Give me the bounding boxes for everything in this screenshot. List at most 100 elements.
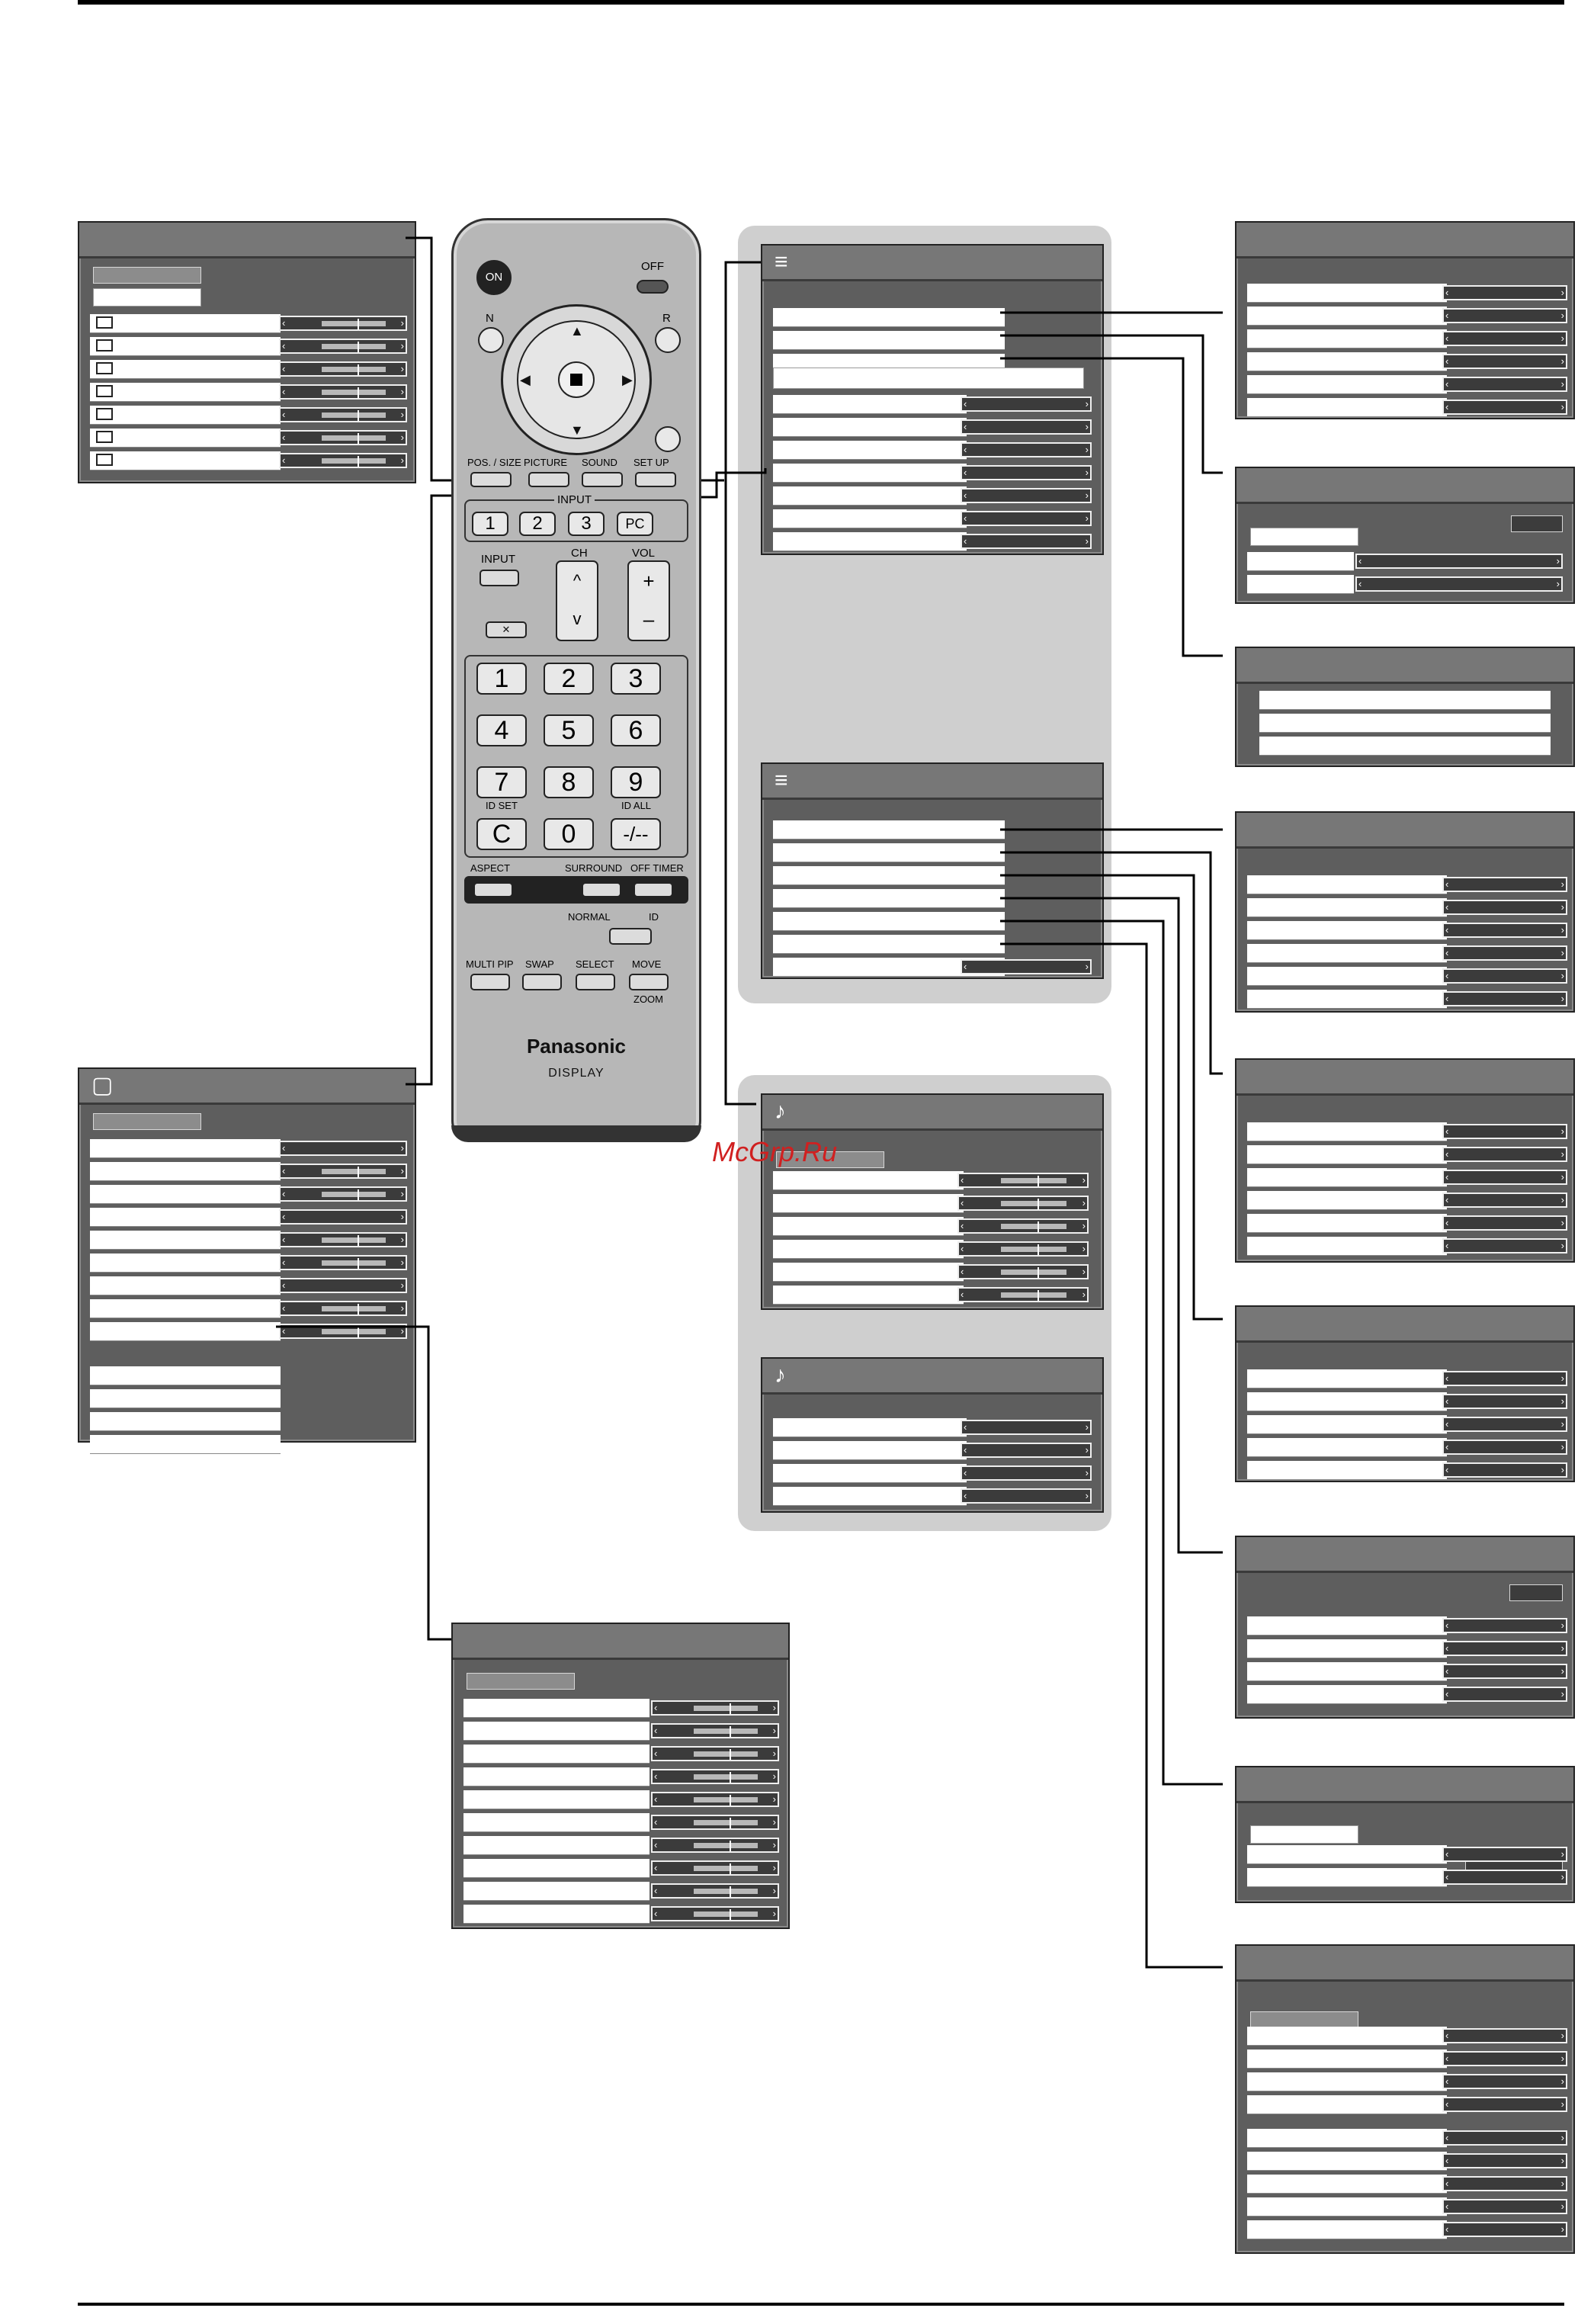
value-control[interactable]: ‹› [1442,1687,1567,1702]
left-arrow-icon[interactable]: ‹ [1445,1665,1449,1677]
menu-row[interactable]: ‹› [762,1464,1102,1483]
right-arrow-icon[interactable]: › [772,1748,776,1759]
right-arrow-icon[interactable]: › [1085,398,1089,409]
value-control[interactable]: ‹› [961,534,1092,549]
menu-row[interactable]: ‹› [1236,1214,1573,1233]
volume-rocker[interactable]: + – [627,560,670,641]
right-arrow-icon[interactable]: › [1560,2223,1564,2235]
menu-row[interactable]: ‹› [762,1171,1102,1190]
off-timer-button[interactable] [633,882,673,897]
menu-row[interactable] [1236,737,1573,756]
left-arrow-icon[interactable]: ‹ [964,961,967,972]
right-arrow-icon[interactable]: ▶ [622,372,633,387]
value-control[interactable]: ‹› [1442,1192,1567,1208]
right-arrow-icon[interactable]: › [400,386,404,397]
key-3[interactable]: 3 [611,663,661,695]
key-4[interactable]: 4 [476,714,527,746]
menu-row[interactable]: ‹› [1236,2129,1573,2148]
right-arrow-icon[interactable]: › [400,432,404,443]
menu-row[interactable]: ‹› [79,383,415,402]
input-3-button[interactable]: 3 [568,512,605,536]
right-arrow-icon[interactable]: › [772,1862,776,1873]
left-arrow-icon[interactable]: ‹ [282,363,286,374]
right-arrow-icon[interactable]: › [1560,1642,1564,1654]
right-arrow-icon[interactable]: › [1560,1125,1564,1137]
menu-row[interactable]: ‹› [79,1162,415,1181]
value-control[interactable]: ‹› [279,1186,407,1202]
left-arrow-icon[interactable]: ‹ [282,409,286,420]
right-arrow-icon[interactable]: › [772,1725,776,1736]
surround-button[interactable] [582,882,621,897]
left-arrow-icon[interactable]: ‹ [1358,578,1362,589]
select-button[interactable] [576,974,615,990]
menu-row[interactable]: ‹› [1236,1369,1573,1388]
menu-tab[interactable] [467,1673,575,1690]
right-arrow-icon[interactable]: › [1560,2098,1564,2110]
right-arrow-icon[interactable]: › [1560,1441,1564,1452]
action-button[interactable] [558,361,595,398]
menu-row[interactable]: ‹› [453,1905,788,1924]
value-control[interactable]: ‹› [1355,576,1563,592]
right-arrow-icon[interactable]: › [1560,1395,1564,1407]
left-arrow-icon[interactable]: ‹ [1445,2053,1449,2064]
left-arrow-icon[interactable]: ‹ [282,386,286,397]
value-control[interactable]: ‹› [1442,1147,1567,1162]
menu-selected-item[interactable] [1250,528,1358,546]
value-control[interactable]: ‹› [279,430,407,445]
right-arrow-icon[interactable]: › [400,1165,404,1176]
left-arrow-icon[interactable]: ‹ [961,1174,964,1186]
menu-row[interactable]: ‹› [453,1745,788,1764]
left-arrow-icon[interactable]: ‹ [1445,401,1449,412]
value-control[interactable]: ‹› [1442,2097,1567,2112]
menu-row[interactable]: ‹› [762,464,1102,483]
value-control[interactable]: ‹› [651,1723,779,1738]
key-1[interactable]: 1 [476,663,527,695]
left-arrow-icon[interactable]: ‹ [282,454,286,466]
menu-row[interactable]: ‹› [1236,1639,1573,1658]
menu-row[interactable]: ‹› [762,958,1102,977]
left-arrow-icon[interactable]: ‹ [282,1279,286,1291]
value-control[interactable]: ‹› [1442,1124,1567,1139]
left-arrow-icon[interactable]: ‹ [1445,901,1449,913]
left-arrow-icon[interactable]: ‹ [1445,1240,1449,1251]
menu-item-wide[interactable] [773,368,1084,389]
value-control[interactable]: ‹› [1442,2130,1567,2146]
menu-row[interactable] [762,843,1102,862]
key-7[interactable]: 7 [476,766,527,798]
right-arrow-icon[interactable]: › [772,1816,776,1828]
left-arrow-icon[interactable]: ‹ [282,1325,286,1337]
value-control[interactable]: ‹› [1442,1238,1567,1253]
recall-button[interactable] [655,426,681,452]
menu-row[interactable] [762,866,1102,885]
left-arrow-icon[interactable]: ‹ [282,1302,286,1314]
left-arrow-icon[interactable]: ‹ [654,1702,658,1713]
menu-row[interactable] [79,1366,415,1385]
value-control[interactable]: ‹› [651,1746,779,1761]
right-arrow-icon[interactable]: › [1560,924,1564,936]
value-control[interactable]: ‹› [279,453,407,468]
normal-id-switch[interactable] [609,928,652,945]
value-control[interactable]: ‹› [1442,2176,1567,2191]
value-control[interactable]: ‹› [1442,308,1567,323]
value-control[interactable]: ‹› [1442,1847,1567,1862]
left-arrow-icon[interactable]: ‹ [1445,1148,1449,1160]
menu-row[interactable]: ‹› [1236,329,1573,348]
right-arrow-icon[interactable]: › [1082,1197,1086,1209]
right-arrow-icon[interactable]: › [1085,467,1089,478]
right-arrow-icon[interactable]: › [1556,555,1560,567]
left-arrow-icon[interactable]: ‹ [282,1142,286,1154]
left-arrow-icon[interactable]: ‹ [1445,1871,1449,1883]
value-control[interactable]: ‹› [651,1906,779,1921]
ch-down-icon[interactable]: v [573,609,582,628]
left-arrow-icon[interactable]: ‹ [1445,1395,1449,1407]
value-control[interactable]: ‹› [1442,2051,1567,2066]
menu-row[interactable]: ‹› [1236,2027,1573,2046]
right-arrow-icon[interactable]: › [1560,1418,1564,1430]
value-control[interactable]: ‹› [961,396,1092,412]
move-button[interactable] [629,974,669,990]
menu-row[interactable]: ‹› [1236,1168,1573,1187]
value-control[interactable]: ‹› [1442,968,1567,984]
menu-row[interactable]: ‹› [1236,921,1573,940]
left-arrow-icon[interactable]: ‹ [1445,2200,1449,2212]
value-control[interactable]: ‹› [1442,1394,1567,1409]
